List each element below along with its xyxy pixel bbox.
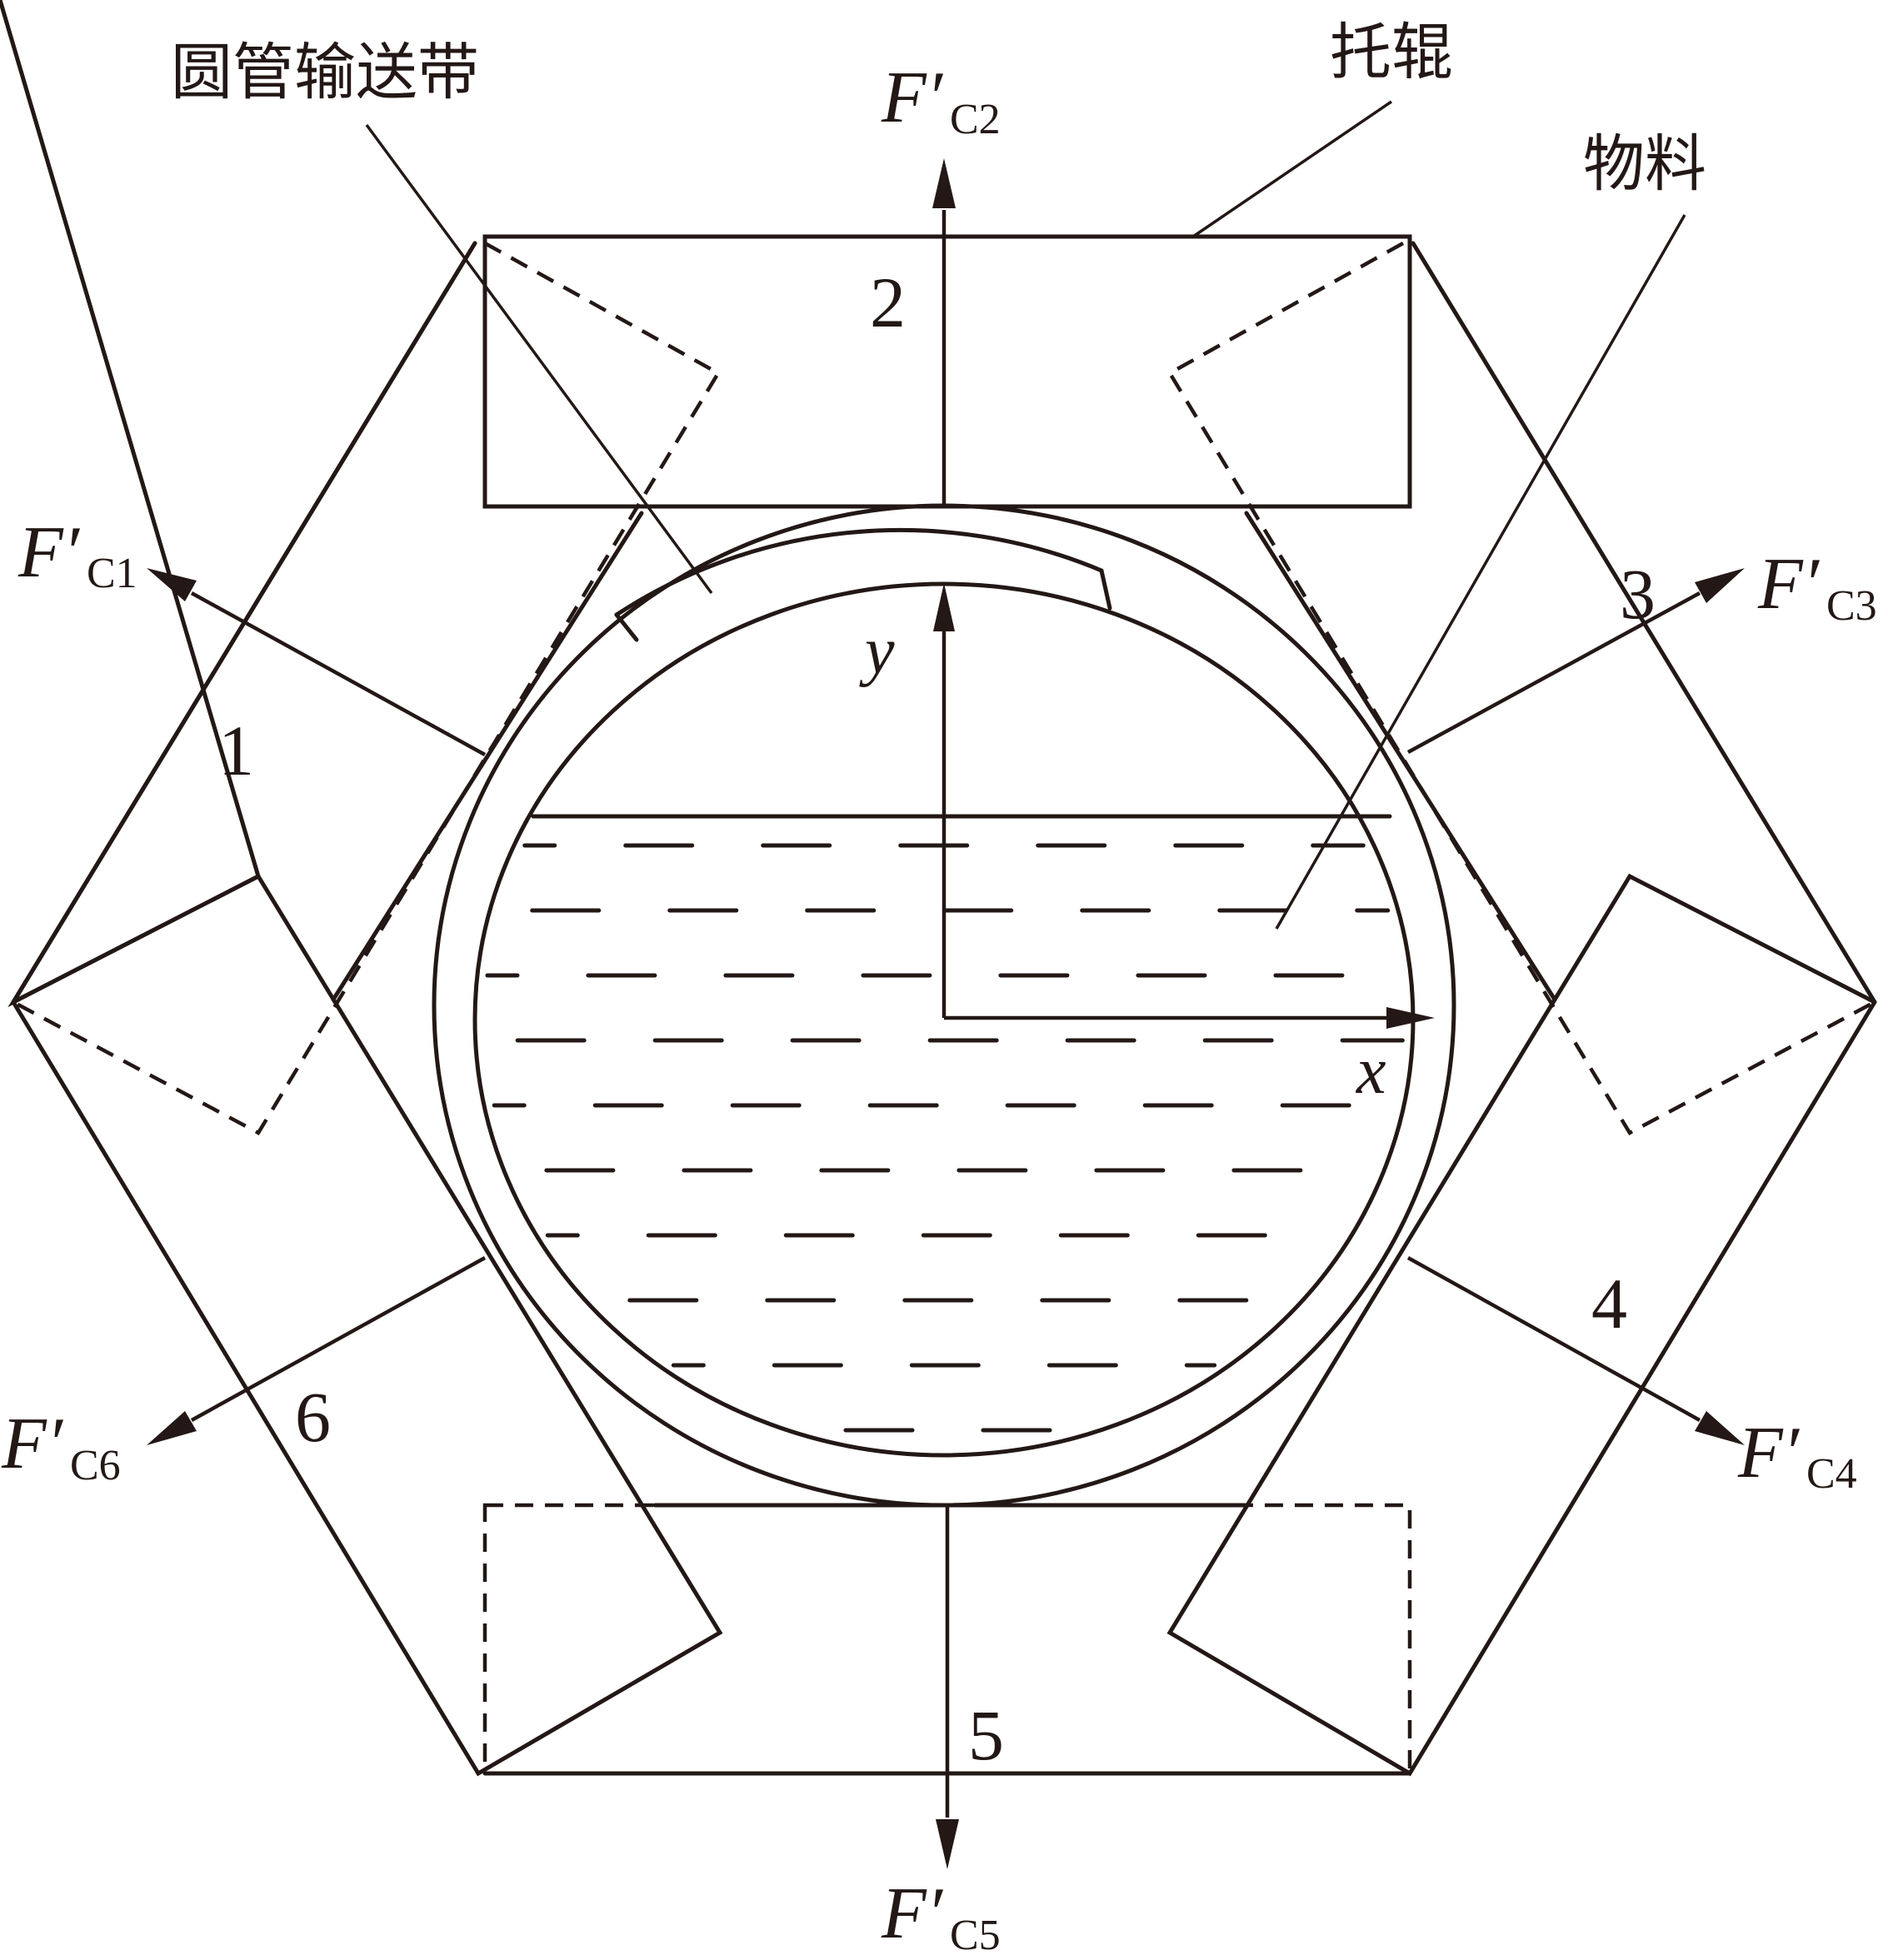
force-label-c1-sub: C1 [87, 550, 137, 597]
force-label-c2: F′ C2 [881, 57, 1001, 143]
x-axis-arrowhead [1386, 1007, 1435, 1029]
roller-number-3: 3 [1620, 554, 1656, 634]
force-label-c1: F′ C1 [17, 512, 137, 597]
force-label-c3-main: F′ [1757, 544, 1821, 625]
force-label-c4-sub: C4 [1806, 1450, 1857, 1498]
force-label-c3: F′ C3 [1757, 544, 1877, 630]
roller-set [0, 0, 1877, 1777]
y-axis-arrowhead [933, 583, 955, 631]
force-label-c6-main: F′ [1, 1404, 64, 1484]
force-arrows [147, 158, 1745, 1869]
force-label-c6: F′ C6 [1, 1404, 121, 1489]
force-c2-arrowhead [932, 158, 956, 208]
belt-leader-line [365, 123, 713, 595]
force-c4-arrowhead [1695, 1411, 1745, 1445]
force-c1-line [190, 591, 487, 756]
roller-6 [11, 873, 723, 1777]
roller-1 [0, 0, 477, 1008]
force-c6-arrowhead [147, 1411, 197, 1445]
roller-leader-line [1192, 100, 1392, 238]
force-c6-line [190, 1256, 487, 1422]
force-c3-arrowhead [1695, 568, 1745, 603]
y-axis-label: y [859, 615, 895, 688]
roller-number-2: 2 [870, 262, 906, 342]
force-label-c2-main: F′ [881, 57, 944, 138]
material-dash-marks [485, 843, 1405, 1433]
roller-1-inner [331, 511, 644, 1002]
force-label-c6-sub: C6 [70, 1442, 121, 1489]
roller-3-dashed [1166, 242, 1876, 1135]
coordinate-axes: y x [859, 583, 1435, 1108]
roller-number-5: 5 [968, 1695, 1004, 1775]
force-label-c1-main: F′ [17, 512, 81, 593]
force-label-c5-sub: C5 [950, 1912, 1001, 1959]
x-axis-label: x [1356, 1035, 1386, 1108]
roller-3-inner [1244, 511, 1557, 1002]
belt-overlap-flap-2 [1099, 568, 1112, 611]
roller-number-1: 1 [218, 711, 254, 790]
belt-overlap-flap [614, 612, 639, 642]
force-label-c5: F′ C5 [881, 1873, 1001, 1959]
force-label-c2-sub: C2 [950, 96, 1001, 143]
force-label-c4-main: F′ [1737, 1413, 1801, 1494]
belt-overlap-arc [614, 527, 1104, 617]
roller-2 [482, 234, 1412, 509]
force-c3-line [1406, 591, 1701, 754]
force-label-c4: F′ C4 [1737, 1413, 1857, 1498]
roller-1-dashed [12, 242, 722, 1135]
force-c1-arrowhead [147, 568, 197, 601]
force-c5-arrowhead [936, 1819, 959, 1869]
roller-number-6: 6 [295, 1377, 331, 1457]
material-leader-line [1275, 214, 1686, 930]
leader-lines [365, 100, 1686, 930]
roller-4 [1166, 873, 1877, 1777]
material-label: 物料 [1583, 128, 1706, 200]
force-label-c5-main: F′ [881, 1873, 944, 1954]
roller-label: 托辊 [1330, 17, 1453, 88]
force-c4-line [1406, 1256, 1701, 1422]
material [485, 814, 1405, 1433]
roller-number-4: 4 [1591, 1264, 1627, 1344]
force-label-c3-sub: C3 [1826, 582, 1877, 630]
belt-label: 圆管输送带 [171, 37, 479, 108]
